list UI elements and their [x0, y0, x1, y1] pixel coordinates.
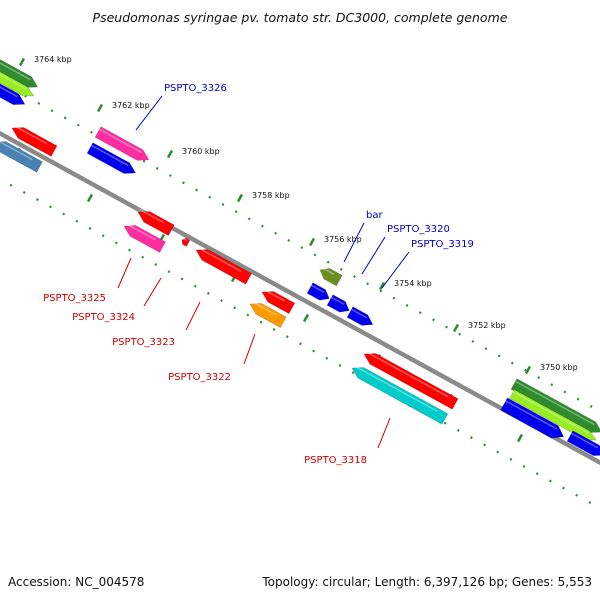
scale-ticks: 3764 kbp 3762 kbp 3760 kbp 3758 kbp 3756 kbp…: [14, 55, 578, 443]
tick-label: 3758 kbp: [252, 191, 290, 200]
tick-mark: [516, 433, 524, 443]
gene-arrow-highlight: [0, 62, 31, 81]
gene-labels: PSPTO_3326barPSPTO_3320PSPTO_3319PSPTO_3…: [43, 83, 474, 466]
gene-arrow-lime[interactable]: [0, 68, 35, 97]
gene-arrow-highlight: [125, 222, 156, 241]
tick-mark: [302, 313, 310, 323]
gene-features: [0, 57, 600, 456]
gene-arrow-highlight: [251, 300, 277, 316]
label-leader-line: [381, 251, 410, 289]
tick-mark: [166, 149, 174, 159]
tick-mark: [236, 193, 244, 203]
label-leader-line: [143, 277, 162, 307]
gene-arrow-blue[interactable]: [566, 430, 600, 456]
gene-arrow-highlight: [139, 208, 165, 224]
gene-arrow-red[interactable]: [11, 127, 58, 157]
genome-summary-text: Topology: circular; Length: 6,397,126 bp…: [261, 575, 592, 589]
tick-mark: [86, 193, 94, 203]
gene-arrow-red[interactable]: [181, 237, 191, 247]
tick-mark: [96, 103, 104, 113]
gene-arrow-highlight: [505, 400, 557, 430]
gene-arrow-highlight: [331, 296, 345, 305]
gene-arrow-red[interactable]: [137, 211, 175, 236]
label-leader-line: [361, 236, 386, 275]
gene-arrow-green[interactable]: [0, 57, 39, 88]
tick-label: 3750 kbp: [540, 363, 578, 372]
gene-label[interactable]: PSPTO_3318: [304, 455, 367, 466]
gene-arrow-highlight: [0, 141, 33, 161]
gene-arrow-cyan[interactable]: [351, 367, 449, 425]
tick-mark: [524, 365, 532, 375]
label-leader-line: [185, 301, 201, 331]
tick-mark: [452, 323, 460, 333]
gene-arrow-highlight: [91, 144, 129, 167]
gene-arrow-orange[interactable]: [249, 303, 287, 328]
tick-label: 3756 kbp: [324, 235, 362, 244]
gene-arrow-highlight: [321, 266, 335, 275]
gene-arrow-highlight: [263, 288, 285, 302]
tick-label: 3752 kbp: [468, 321, 506, 330]
label-leader-line: [343, 222, 365, 263]
gene-arrow-blue[interactable]: [500, 397, 565, 439]
gene-arrow-pink[interactable]: [123, 225, 166, 253]
tick-label: 3764 kbp: [34, 55, 72, 64]
tick-label: 3762 kbp: [112, 101, 150, 110]
tick-label: 3754 kbp: [394, 279, 432, 288]
gene-label[interactable]: PSPTO_3323: [112, 337, 175, 348]
gene-arrow-highlight: [571, 432, 599, 449]
gene-arrow-blue[interactable]: [326, 294, 350, 313]
gene-arrow-highlight: [515, 380, 595, 426]
gene-arrow-highlight: [99, 128, 142, 154]
gene-arrow-pink[interactable]: [94, 126, 150, 161]
gene-arrow-highlight: [0, 73, 27, 90]
tick-mark: [308, 237, 316, 247]
guide-ring-inner: [0, 177, 592, 505]
gene-arrow-highlight: [512, 391, 589, 434]
gene-arrow-blue[interactable]: [306, 282, 330, 301]
gene-arrow-highlight: [13, 124, 48, 145]
gene-arrow-blue[interactable]: [346, 306, 374, 326]
gene-label[interactable]: bar: [366, 210, 383, 221]
gene-label[interactable]: PSPTO_3320: [387, 224, 450, 235]
tick-mark: [18, 57, 26, 67]
gene-label[interactable]: PSPTO_3325: [43, 293, 106, 304]
tick-mark: [378, 281, 386, 291]
gene-arrow-highlight: [0, 86, 18, 98]
gene-arrow-green[interactable]: [510, 378, 600, 433]
map-title: Pseudomonas syringae pv. tomato str. DC3…: [93, 10, 508, 25]
tick-label: 3760 kbp: [182, 147, 220, 156]
gene-label[interactable]: PSPTO_3322: [168, 372, 231, 383]
label-leader-line: [135, 95, 163, 131]
gene-arrow-red[interactable]: [261, 291, 296, 315]
gene-arrow-highlight: [353, 364, 438, 413]
gene-arrow-steelblue[interactable]: [0, 141, 43, 173]
gene-arrow-highlight: [351, 308, 367, 319]
label-leader-line: [243, 333, 256, 365]
gene-arrow-highlight: [311, 284, 325, 293]
gene-arrow-highlight: [182, 237, 188, 242]
gene-arrow-lime[interactable]: [509, 389, 597, 441]
gene-label[interactable]: PSPTO_3319: [411, 239, 474, 250]
gene-arrow-highlight: [365, 350, 449, 398]
label-leader-line: [377, 417, 391, 449]
gene-arrow-blue[interactable]: [86, 142, 137, 174]
gene-arrow-olive[interactable]: [319, 268, 343, 287]
gene-label[interactable]: PSPTO_3324: [72, 312, 135, 323]
label-leader-line: [117, 257, 132, 289]
accession-text: Accession: NC_004578: [8, 575, 144, 589]
gene-arrow-red[interactable]: [195, 249, 252, 285]
gene-label[interactable]: PSPTO_3326: [164, 83, 227, 94]
gene-arrow-highlight: [197, 246, 242, 273]
gene-arrow-blue[interactable]: [0, 79, 26, 105]
gene-arrow-red[interactable]: [363, 353, 459, 410]
